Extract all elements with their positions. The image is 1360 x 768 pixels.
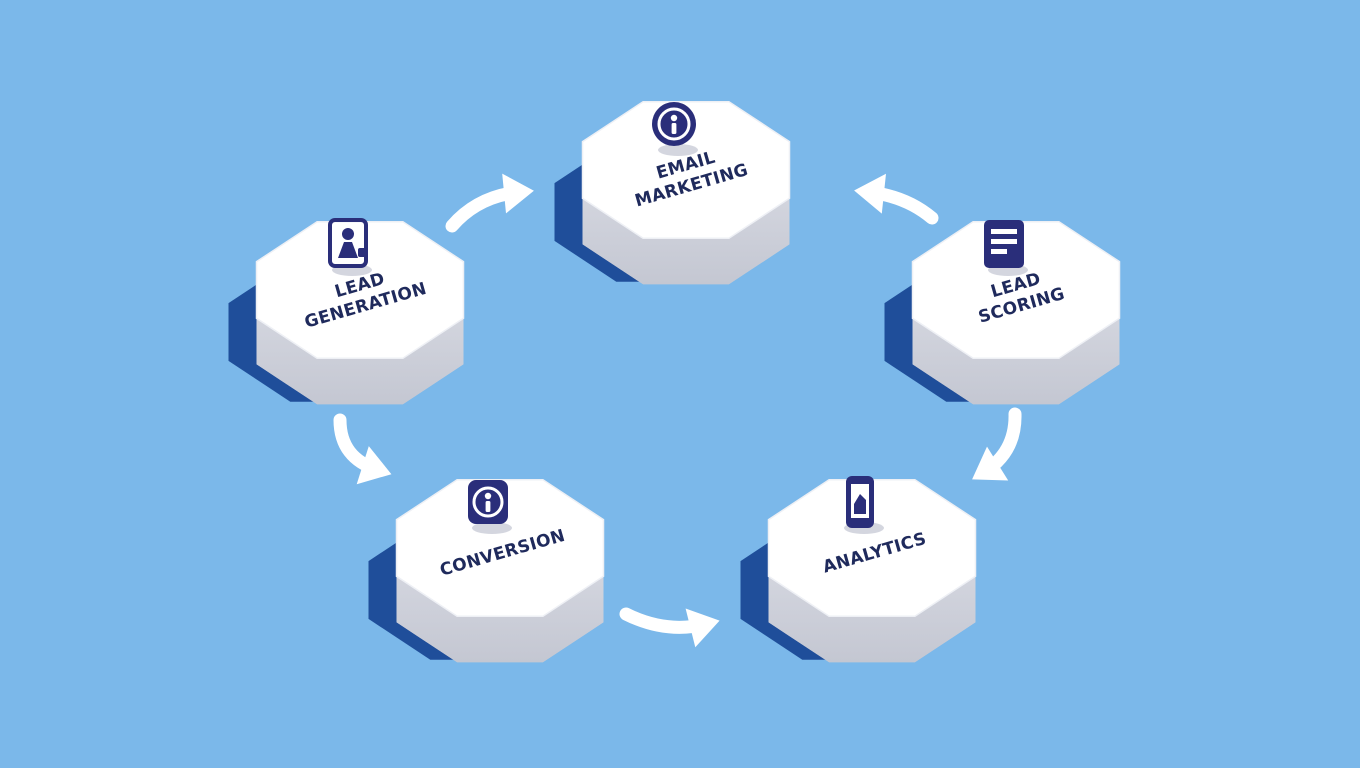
edges-layer [333,173,1022,648]
tile-top [581,100,791,240]
tile-side-band [912,261,1120,405]
tile-top [255,220,465,360]
arrow-head [972,446,1009,481]
node-conversion: CONVERSION [368,478,605,663]
tile-top [767,478,977,618]
nodes-layer: EMAILMARKETING LEADSCORING ANALYTICS CONVER… [228,100,1121,663]
edge-arrow-conversion-to-analytics [619,607,720,648]
node-lead-generation: LEADGENERATION [228,218,465,405]
tile-top [395,478,605,618]
node-lead-scoring: LEADSCORING [884,220,1121,405]
scoring-form-icon [984,220,1028,276]
tile-top [911,220,1121,360]
conversion-info-icon [468,480,512,534]
phone-chart-icon [844,476,884,534]
arrow-head [854,173,886,214]
edge-arrow-lead-scoring-to-email-marketing [854,173,939,225]
arrow-head [502,173,534,214]
edge-arrow-lead-scoring-to-analytics [972,407,1022,481]
tile-side-band [582,141,790,285]
node-email-marketing: EMAILMARKETING [554,100,791,285]
arrow-head [685,608,720,648]
person-frame-icon [328,218,372,276]
edge-arrow-lead-generation-to-email-marketing [445,173,534,233]
node-analytics: ANALYTICS [740,476,977,663]
email-info-icon [652,102,698,156]
tile-side-band [768,519,976,663]
edge-arrow-lead-generation-to-conversion [333,413,392,485]
arrow-head [356,446,392,485]
tile-side-band [396,519,604,663]
tile-side-band [256,261,464,405]
